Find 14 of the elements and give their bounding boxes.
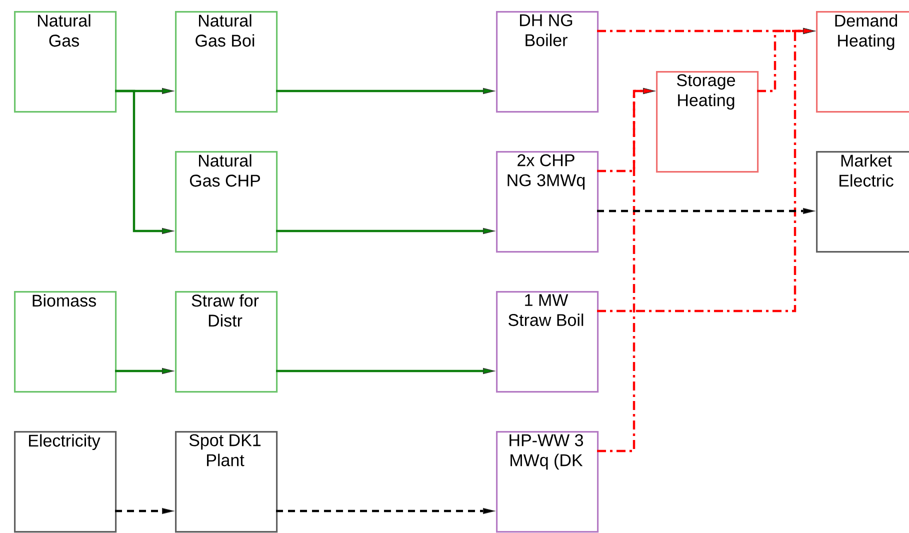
process-box: 1 MW Straw Boil [496,291,599,393]
process-box: Electricity [14,431,117,533]
process-box: DH NG Boiler [496,11,599,113]
process-box: Natural Gas [14,11,117,113]
process-box: Spot DK1 Plant [175,431,278,533]
process-box: Market Electric [816,151,909,253]
process-box: Natural Gas CHP [175,151,278,253]
process-box: 2x CHP NG 3MWq [496,151,599,253]
process-box: Biomass [14,291,117,393]
process-box: Natural Gas Boi [175,11,278,113]
process-box: Demand Heating [816,11,909,113]
process-box: HP-WW 3 MWq (DK [496,431,599,533]
process-box: Storage Heating [656,71,759,173]
process-box: Straw for Distr [175,291,278,393]
